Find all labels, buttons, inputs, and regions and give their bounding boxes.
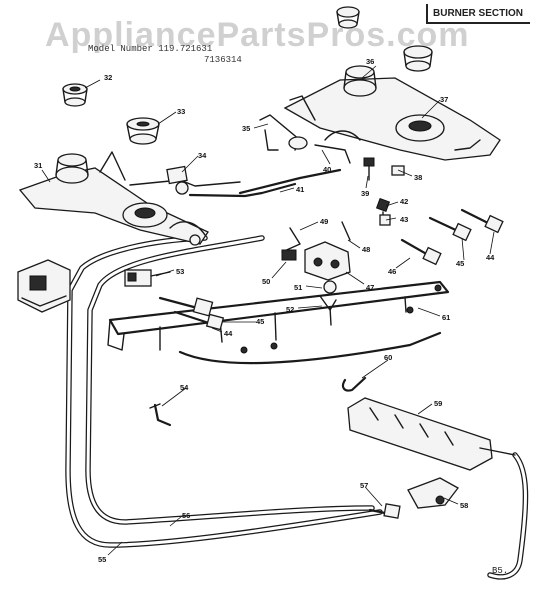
small-fittings	[363, 157, 405, 226]
callout-40: 40	[323, 165, 331, 174]
orifice-group-left	[158, 296, 225, 331]
section-title: BURNER SECTION	[426, 4, 530, 24]
watermark: AppliancePartsPros.com	[45, 16, 470, 54]
callout-34: 34	[198, 151, 207, 160]
callout-41: 41	[296, 185, 304, 194]
callout-58: 58	[460, 501, 468, 510]
valve-47	[281, 227, 351, 281]
callout-43: 43	[400, 215, 408, 224]
callout-54: 54	[180, 383, 189, 392]
pressure-regulator	[17, 259, 71, 313]
elbow-58	[407, 477, 459, 509]
callout-35: 35	[242, 124, 250, 133]
callout-36: 36	[366, 57, 374, 66]
callout-45: 45	[456, 259, 464, 268]
callout-44: 44	[486, 253, 495, 262]
broiler-orifice-57	[368, 503, 401, 519]
callout-57: 57	[360, 481, 368, 490]
bracket-54	[149, 403, 172, 427]
manifold-bar	[107, 280, 450, 365]
cap-top-a	[336, 6, 360, 29]
callout-45b: 45	[256, 317, 264, 326]
callout-32: 32	[104, 73, 112, 82]
orifice-group-right	[400, 208, 504, 266]
broiler-burner	[347, 397, 516, 471]
leader-lines	[41, 65, 495, 556]
burner-caps	[62, 6, 433, 145]
callout-44b: 44	[224, 329, 233, 338]
cap-33	[126, 117, 160, 145]
callout-56: 56	[182, 511, 190, 520]
callout-47: 47	[366, 283, 374, 292]
callout-55: 55	[98, 555, 106, 564]
page-reference: B5.	[492, 566, 509, 576]
callout-46: 46	[388, 267, 396, 276]
fittings-lower	[124, 221, 351, 311]
cap-top-b	[403, 45, 433, 72]
model-label: Model Number 119.721631	[88, 44, 213, 54]
clip-60	[341, 376, 367, 392]
model-label-secondary: 7136314	[204, 55, 242, 65]
callout-52: 52	[286, 305, 294, 314]
callout-39: 39	[361, 189, 369, 198]
center-valves	[129, 114, 361, 198]
left-burner-assembly	[18, 151, 209, 246]
callout-49: 49	[320, 217, 328, 226]
cap-32	[62, 83, 88, 107]
callout-59: 59	[434, 399, 442, 408]
callout-37: 37	[440, 95, 448, 104]
callout-42: 42	[400, 197, 408, 206]
callout-numbers: 31 32 33 34 35 36 37 38 39 40 41 42 43 4…	[34, 57, 495, 564]
callout-50: 50	[262, 277, 270, 286]
callout-31: 31	[34, 161, 42, 170]
right-burner-assembly	[283, 65, 501, 161]
callout-60: 60	[384, 353, 392, 362]
callout-61: 61	[442, 313, 450, 322]
callout-51: 51	[294, 283, 302, 292]
callout-48: 48	[362, 245, 370, 254]
callout-53: 53	[176, 267, 184, 276]
callout-33: 33	[177, 107, 185, 116]
gas-tube-assembly	[65, 235, 529, 580]
callout-38: 38	[414, 173, 422, 182]
